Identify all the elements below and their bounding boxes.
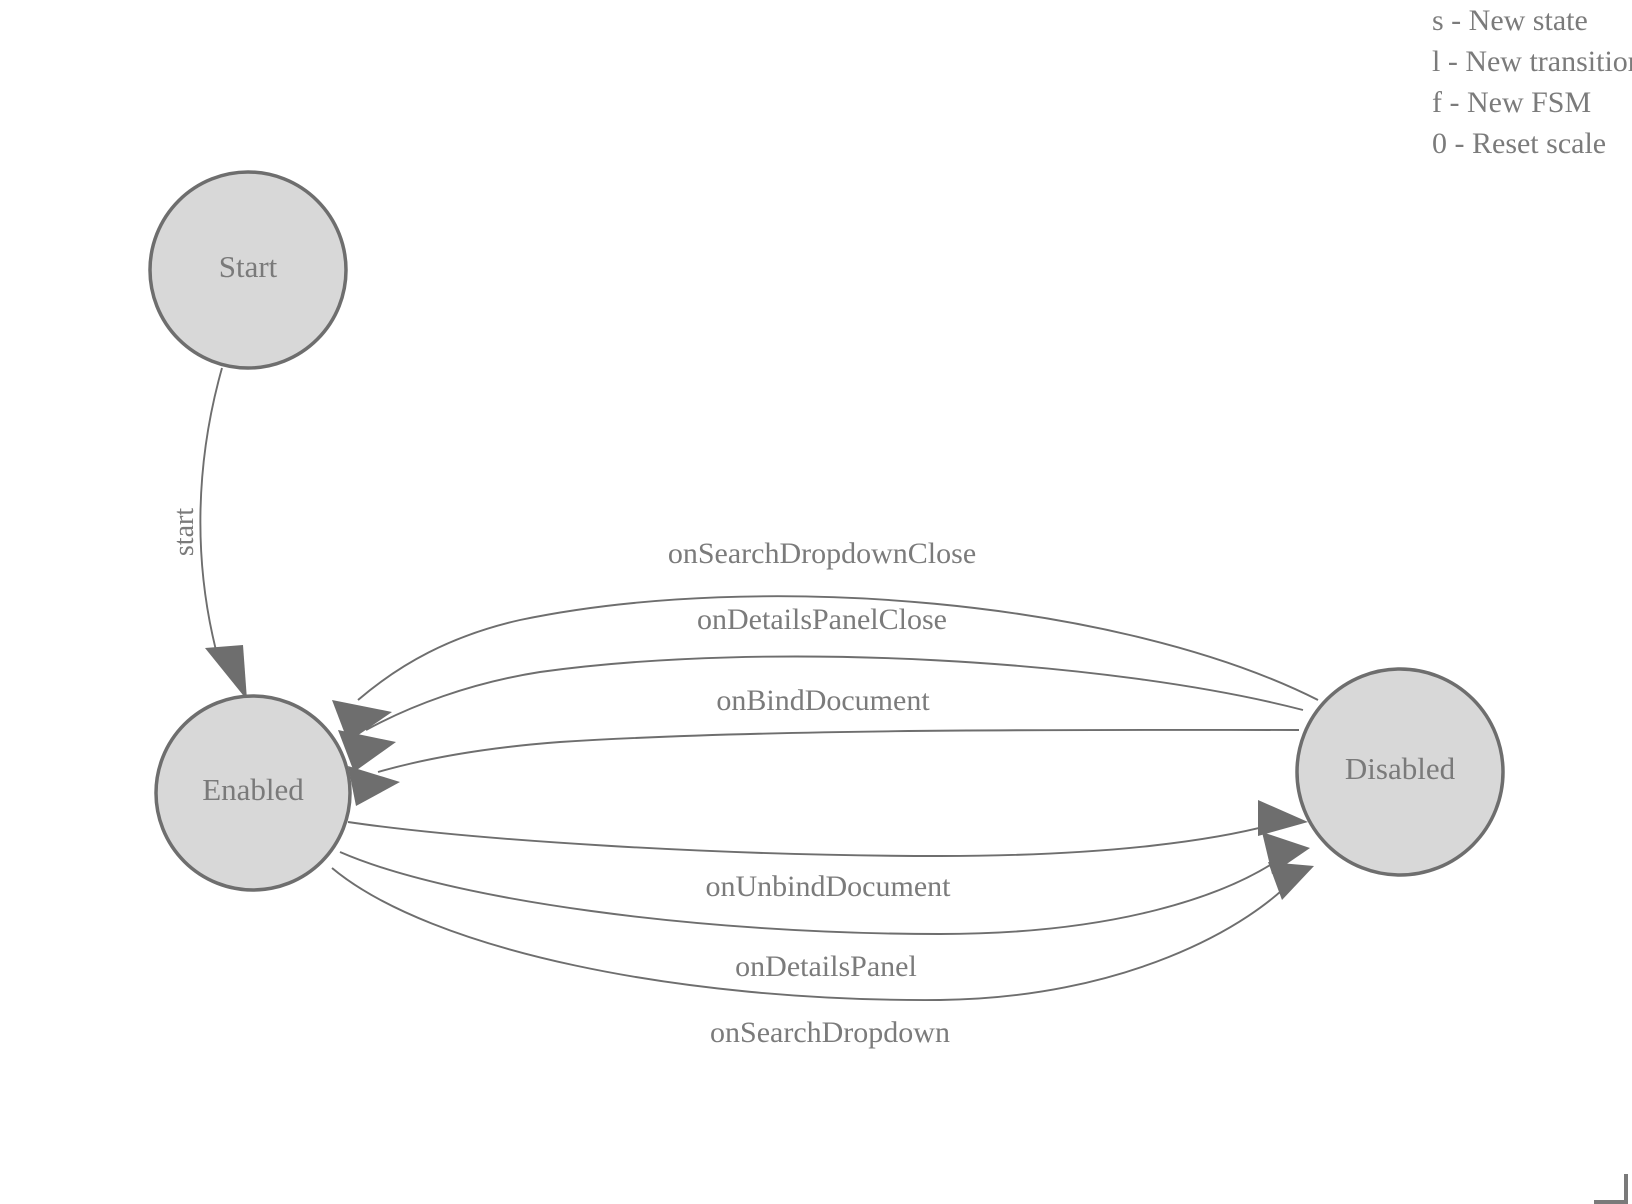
resize-corner-handle[interactable]: [1594, 1174, 1632, 1204]
node-start[interactable]: Start: [148, 170, 348, 370]
transition-onbinddocument[interactable]: [348, 728, 1300, 806]
resize-corner-vertical-bar: [1624, 1174, 1628, 1204]
node-enabled-circle[interactable]: [154, 694, 352, 892]
edge-path-onunbinddocument[interactable]: [347, 821, 1283, 857]
edge-label-onunbinddocument: onUnbindDocument: [706, 870, 952, 903]
arrow-head-onunbinddocument: [1258, 800, 1308, 836]
node-enabled[interactable]: Enabled: [154, 694, 352, 892]
edge-path-onsearchdropdownclose[interactable]: [357, 595, 1319, 701]
transition-onsearchdropdown[interactable]: [331, 862, 1314, 1001]
edge-label-ondetailspanelclose: onDetailsPanelClose: [697, 603, 947, 636]
node-start-circle[interactable]: [148, 170, 348, 370]
arrow-head-ondetailspanelclose: [338, 730, 396, 772]
transition-start[interactable]: [199, 367, 247, 700]
transition-onsearchdropdownclose[interactable]: [332, 595, 1319, 742]
node-enabled-label: Enabled: [202, 772, 304, 807]
edge-label-onsearchdropdownclose: onSearchDropdownClose: [668, 537, 976, 570]
node-disabled-label: Disabled: [1345, 751, 1456, 786]
arrow-head-onsearchdropdown: [1268, 862, 1314, 900]
node-disabled[interactable]: Disabled: [1295, 667, 1505, 877]
edge-path-onsearchdropdown[interactable]: [331, 867, 1301, 1001]
edge-label-start: start: [169, 508, 200, 556]
resize-corner-horizontal-bar: [1594, 1200, 1628, 1204]
edge-path-start[interactable]: [199, 367, 223, 659]
edge-path-onbinddocument[interactable]: [377, 728, 1300, 773]
transition-ondetailspanelclose[interactable]: [338, 655, 1304, 772]
edge-label-onsearchdropdown: onSearchDropdown: [710, 1016, 950, 1049]
edge-label-ondetailspanel: onDetailsPanel: [735, 950, 917, 983]
edge-label-onbinddocument: onBindDocument: [716, 684, 930, 717]
arrow-head-onbinddocument: [348, 766, 400, 806]
transition-onunbinddocument[interactable]: [347, 800, 1308, 857]
node-start-label: Start: [219, 249, 278, 284]
arrow-head-start: [205, 645, 247, 700]
arrow-head-onsearchdropdownclose: [332, 700, 392, 742]
edge-path-ondetailspanelclose[interactable]: [365, 655, 1304, 731]
edge-path-ondetailspanel[interactable]: [339, 849, 1293, 935]
node-disabled-circle[interactable]: [1295, 667, 1505, 877]
